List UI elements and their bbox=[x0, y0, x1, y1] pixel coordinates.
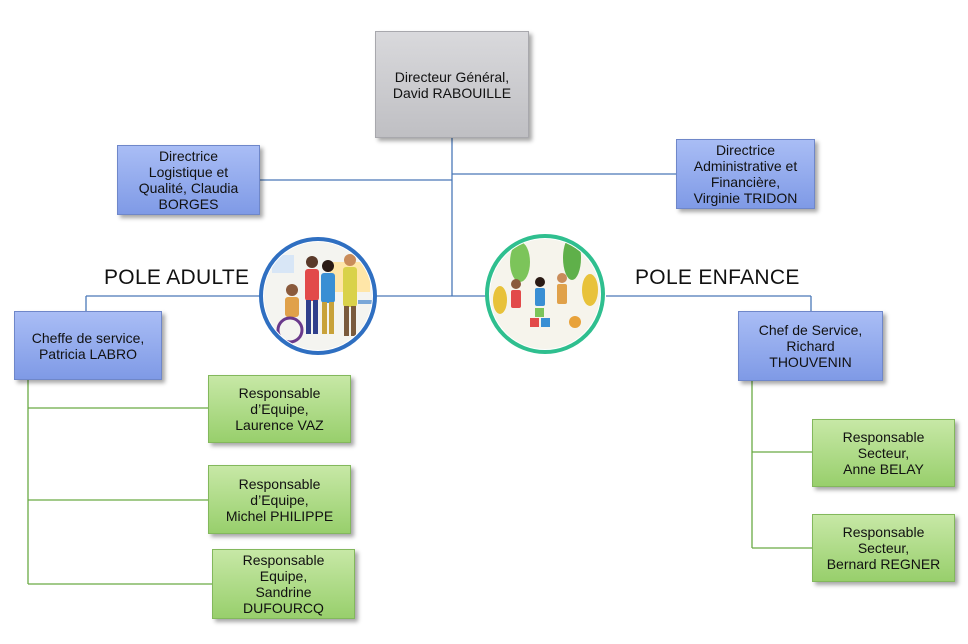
chef-service-enfance-box: Chef de Service, Richard THOUVENIN bbox=[738, 311, 883, 381]
pole-adulte-illustration bbox=[259, 237, 377, 355]
responsable-enfance-1-text: Responsable Secteur, Anne BELAY bbox=[842, 429, 925, 477]
cheffe-service-adulte-text: Cheffe de service, Patricia LABRO bbox=[31, 329, 145, 362]
responsable-adulte-1-box: Responsable d’Equipe, Laurence VAZ bbox=[208, 375, 351, 443]
chef-service-enfance-text: Chef de Service, Richard THOUVENIN bbox=[758, 322, 863, 370]
director-title: Directeur Général, bbox=[394, 68, 510, 85]
director-name: David RABOUILLE bbox=[392, 84, 512, 101]
directrice-administrative-box: Directrice Administrative et Financière,… bbox=[676, 139, 815, 209]
responsable-adulte-3-text: Responsable Equipe, Sandrine DUFOURCQ bbox=[242, 552, 325, 616]
directrice-administrative-text: Directrice Administrative et Financière,… bbox=[693, 142, 798, 206]
responsable-adulte-2-box: Responsable d’Equipe, Michel PHILIPPE bbox=[208, 465, 351, 534]
responsable-adulte-2-text: Responsable d’Equipe, Michel PHILIPPE bbox=[225, 475, 334, 524]
responsable-enfance-2-box: Responsable Secteur, Bernard REGNER bbox=[812, 514, 955, 582]
pole-enfance-illustration bbox=[485, 234, 605, 354]
directrice-logistique-text: Directrice Logistique et Qualité, Claudi… bbox=[138, 148, 239, 212]
responsable-enfance-1-box: Responsable Secteur, Anne BELAY bbox=[812, 419, 955, 487]
responsable-enfance-2-text: Responsable Secteur, Bernard REGNER bbox=[826, 524, 941, 572]
cheffe-service-adulte-box: Cheffe de service, Patricia LABRO bbox=[14, 311, 162, 380]
pole-adulte-title: POLE ADULTE bbox=[104, 266, 250, 289]
responsable-adulte-3-box: Responsable Equipe, Sandrine DUFOURCQ bbox=[212, 549, 355, 619]
director-general-box: Directeur Général, David RABOUILLE bbox=[375, 31, 529, 138]
pole-enfance-title: POLE ENFANCE bbox=[635, 266, 800, 289]
directrice-logistique-box: Directrice Logistique et Qualité, Claudi… bbox=[117, 145, 260, 215]
responsable-adulte-1-text: Responsable d’Equipe, Laurence VAZ bbox=[235, 385, 324, 433]
